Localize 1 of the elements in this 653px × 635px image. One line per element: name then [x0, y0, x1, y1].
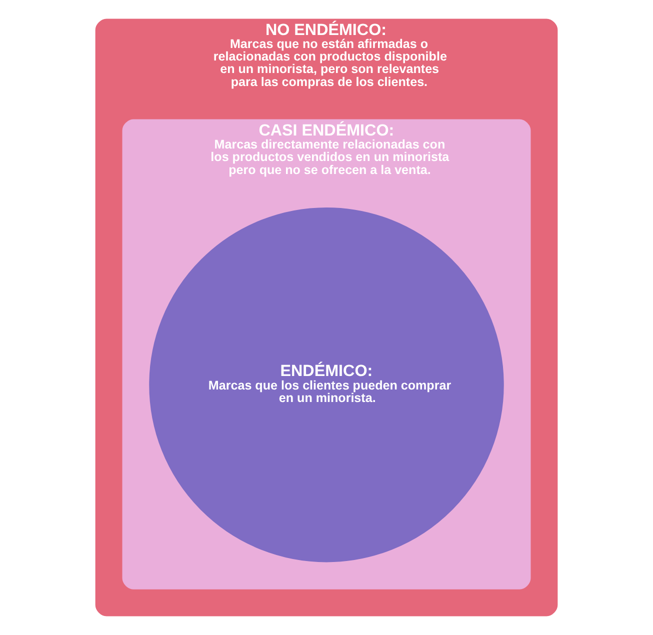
node-circle: ENDÉMICO: Marcas que los clientes pueden comprar en un minorista. — [149, 207, 504, 562]
